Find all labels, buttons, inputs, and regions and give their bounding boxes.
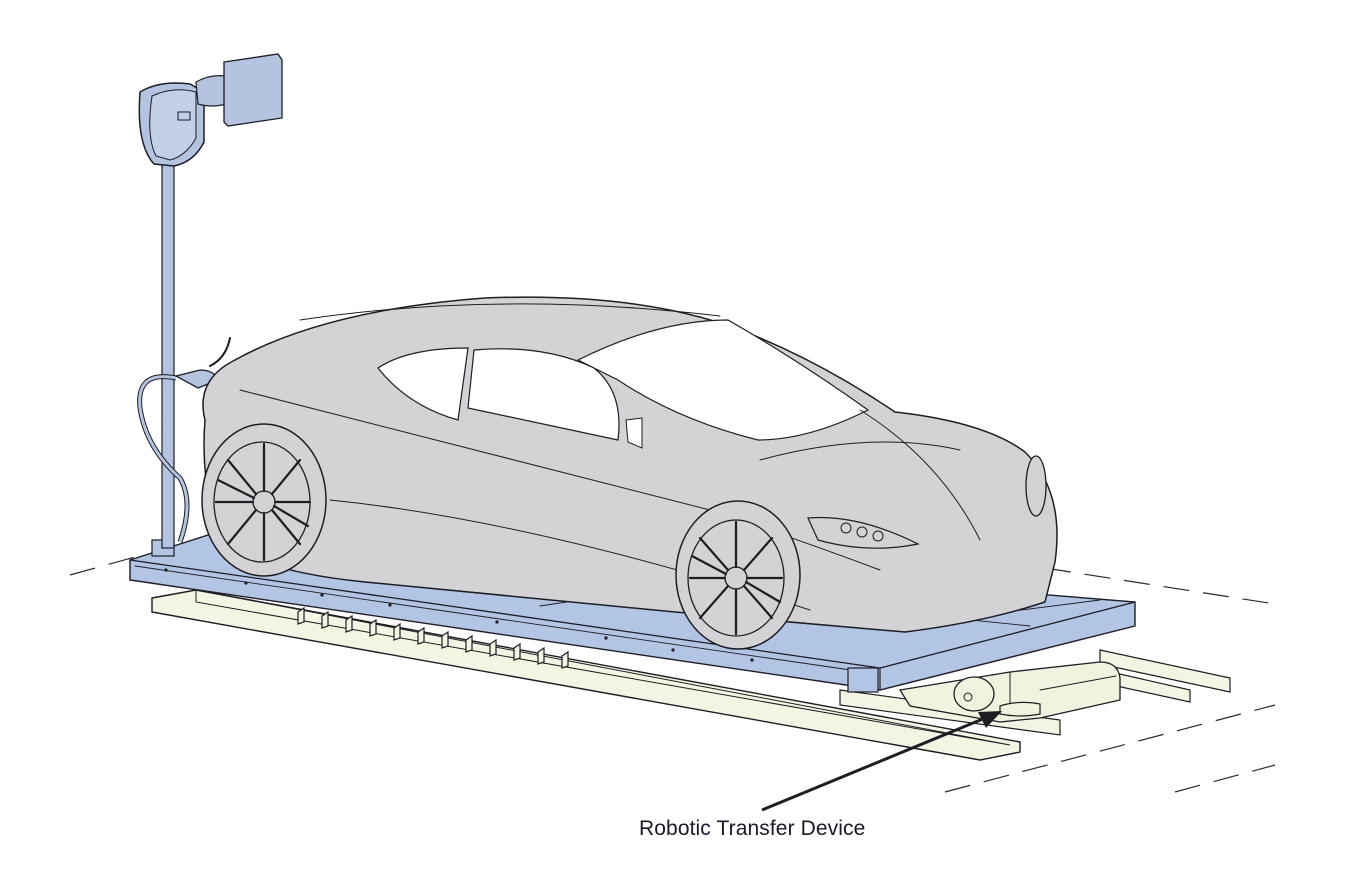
robotic-transfer-device-label: Robotic Transfer Device	[639, 817, 866, 840]
vehicle	[202, 296, 1058, 633]
front-wheel	[675, 500, 801, 650]
charger-station	[137, 53, 283, 549]
rear-wheel	[201, 423, 327, 577]
robotic-transfer-device	[898, 661, 1121, 723]
floor-dashed-lines	[69, 556, 1276, 793]
callout-arrow	[761, 711, 1002, 812]
